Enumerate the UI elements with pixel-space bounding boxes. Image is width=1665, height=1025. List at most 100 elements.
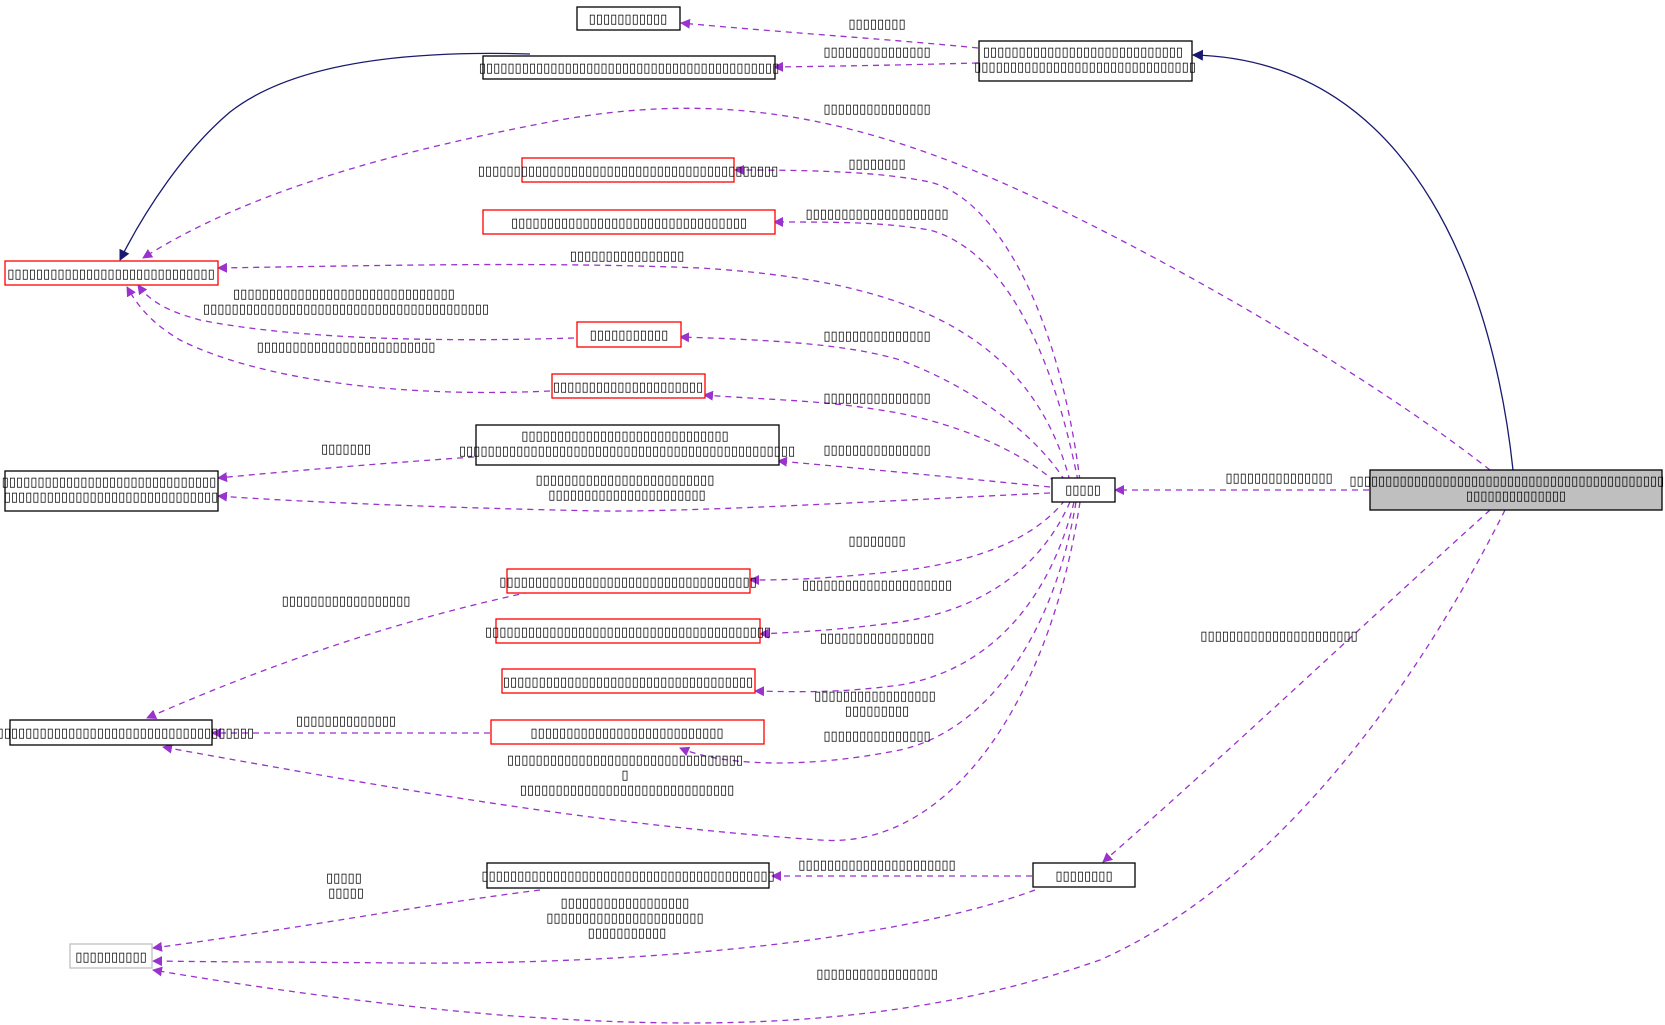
svg-text:▯▯▯▯▯▯▯▯: ▯▯▯▯▯▯▯▯ — [848, 534, 905, 549]
edge-n11-to-n13 — [162, 501, 1081, 842]
edges-layer — [119, 18, 1514, 1024]
node-label: ▯▯▯▯▯▯▯▯ — [1055, 869, 1112, 884]
graph-node[interactable]: ▯▯▯▯▯▯▯▯▯▯▯▯▯▯▯▯▯▯▯▯▯▯▯▯▯▯▯▯▯▯▯▯▯▯▯▯▯▯▯▯… — [478, 157, 778, 183]
svg-text:▯▯▯▯▯▯▯▯▯▯▯▯▯▯▯: ▯▯▯▯▯▯▯▯▯▯▯▯▯▯▯ — [823, 391, 930, 406]
svg-text:▯▯▯▯▯ ▯▯▯▯▯: ▯▯▯▯▯ ▯▯▯▯▯ — [326, 871, 366, 901]
node-label: ▯▯▯▯▯▯▯▯▯▯▯▯▯▯▯▯▯▯▯▯▯▯▯▯▯▯▯▯▯▯▯▯▯▯▯▯▯▯▯▯… — [1349, 474, 1665, 489]
edge-label: ▯▯▯▯▯▯▯▯▯▯▯▯▯▯ — [296, 714, 396, 729]
graph-node[interactable]: ▯▯▯▯▯▯▯▯▯▯▯▯▯▯▯▯▯▯▯▯▯▯▯▯▯▯▯▯▯▯ ▯▯▯▯▯▯▯▯▯… — [2, 470, 221, 512]
edge-label: ▯▯▯▯▯▯▯▯▯▯▯▯▯▯▯▯▯▯▯▯ — [805, 207, 948, 222]
svg-text:▯▯▯▯▯▯▯▯▯▯▯▯▯▯▯: ▯▯▯▯▯▯▯▯▯▯▯▯▯▯▯ — [823, 329, 930, 344]
node-label: ▯▯▯▯▯▯▯▯▯▯▯▯▯▯▯▯▯▯▯▯▯▯▯▯▯▯▯ — [530, 726, 723, 741]
node-label: ▯▯▯▯▯▯▯▯▯▯▯▯▯▯▯▯▯▯▯▯▯▯▯▯▯▯▯▯▯▯▯▯▯▯▯▯▯▯▯▯ — [485, 625, 771, 640]
edge-label: ▯▯▯▯▯▯▯▯▯▯▯▯▯▯▯▯▯▯▯▯▯▯ — [1200, 629, 1357, 644]
node-label: ▯▯▯▯▯ — [1065, 483, 1101, 498]
graph-node-root[interactable]: ▯▯▯▯▯▯▯▯▯▯▯▯▯▯▯▯▯▯▯▯▯▯▯▯▯▯▯▯▯▯▯▯▯▯▯▯▯▯▯▯… — [1349, 469, 1665, 511]
node-label: ▯▯▯▯▯▯▯▯▯▯▯ — [590, 328, 669, 343]
graph-node[interactable]: ▯▯▯▯▯ — [1051, 477, 1116, 503]
svg-text:▯▯▯▯▯▯▯▯: ▯▯▯▯▯▯▯▯ — [1055, 869, 1112, 884]
edge-root-to-n3 — [1191, 49, 1514, 471]
node-label: ▯▯▯▯▯▯▯▯▯▯▯▯▯▯▯▯▯▯▯▯▯▯▯▯▯▯▯▯▯▯▯▯▯ — [511, 216, 747, 231]
edge-labels-layer: ▯▯▯▯▯▯▯▯ ▯▯▯▯▯▯▯▯▯▯▯▯▯▯▯ ▯▯▯▯▯▯▯▯▯▯▯▯▯▯▯… — [203, 17, 1358, 982]
edge-n11-to-n9 — [777, 456, 1051, 488]
svg-text:▯▯▯▯▯▯▯: ▯▯▯▯▯▯▯ — [321, 442, 371, 457]
svg-text:▯▯▯▯▯▯▯▯▯▯▯▯▯▯▯: ▯▯▯▯▯▯▯▯▯▯▯▯▯▯▯ — [823, 102, 930, 117]
edge-label: ▯▯▯▯▯▯▯▯▯▯▯▯▯▯▯ — [823, 391, 930, 406]
svg-text:▯▯▯▯▯▯▯▯▯▯▯: ▯▯▯▯▯▯▯▯▯▯▯ — [589, 12, 668, 27]
graph-node[interactable]: ▯▯▯▯▯▯▯▯▯▯▯▯▯▯▯▯▯▯▯▯▯ — [551, 373, 706, 399]
edge-label: ▯▯▯▯▯▯▯▯▯▯▯ — [588, 926, 667, 941]
edge-n11-to-n14 — [759, 501, 1071, 639]
graph-node[interactable]: ▯▯▯▯▯▯▯▯▯▯▯▯▯▯▯▯▯▯▯▯▯▯▯▯▯▯▯▯▯▯▯▯▯▯▯ — [501, 668, 756, 694]
svg-text:▯▯▯▯▯▯▯▯▯▯▯▯▯▯▯▯▯▯▯▯▯: ▯▯▯▯▯▯▯▯▯▯▯▯▯▯▯▯▯▯▯▯▯ — [553, 380, 703, 395]
edge-n8-to-n4 — [126, 286, 551, 394]
svg-text:▯▯▯▯▯▯▯▯▯▯▯▯▯▯: ▯▯▯▯▯▯▯▯▯▯▯▯▯▯ — [296, 714, 396, 729]
edge-label: ▯▯▯▯▯▯▯▯▯▯▯▯▯▯▯▯▯▯▯▯▯▯ — [548, 488, 705, 503]
graph-node[interactable]: ▯▯▯▯▯▯▯▯▯▯▯ — [576, 6, 681, 31]
edge-label: ▯▯▯▯▯▯▯▯▯▯▯▯▯▯▯ — [823, 729, 930, 744]
edge-label: ▯▯▯▯▯▯▯▯▯▯▯▯▯▯▯▯▯▯▯▯▯▯▯▯▯▯▯▯▯▯ — [520, 783, 735, 798]
edge-n11-to-n10 — [217, 491, 1051, 512]
edge-label: ▯▯▯▯▯▯▯▯▯▯▯▯▯▯▯▯▯▯▯▯▯▯▯▯▯▯▯▯▯▯▯▯▯ — [507, 753, 743, 768]
graph-node[interactable]: ▯▯▯▯▯▯▯▯▯▯▯▯▯▯▯▯▯▯▯▯▯▯▯▯▯▯▯▯▯▯▯▯▯▯▯▯▯▯▯▯ — [485, 618, 771, 644]
graph-node[interactable]: ▯▯▯▯▯▯▯▯▯▯▯▯▯▯▯▯▯▯▯▯▯▯▯▯▯▯▯▯▯▯▯▯▯ — [482, 209, 776, 235]
graph-node[interactable]: ▯▯▯▯▯▯▯▯▯▯▯▯▯▯▯▯▯▯▯▯▯▯▯▯▯▯▯ — [490, 719, 765, 745]
node-label: ▯▯▯▯▯▯▯▯▯▯▯▯▯▯▯▯▯▯▯▯▯▯▯▯▯▯▯▯▯▯▯ — [974, 60, 1196, 75]
svg-text:▯▯▯▯▯▯▯▯▯▯▯▯▯▯▯▯▯▯▯▯▯▯: ▯▯▯▯▯▯▯▯▯▯▯▯▯▯▯▯▯▯▯▯▯▯ — [798, 858, 955, 873]
edge-label: ▯▯▯▯▯▯▯▯▯▯▯▯▯▯▯ — [1225, 471, 1332, 486]
node-label: ▯▯▯▯▯▯▯▯▯▯▯ — [589, 12, 668, 27]
svg-text:▯▯▯▯▯▯▯▯▯▯▯▯▯▯▯▯▯▯▯▯▯▯▯▯▯▯▯▯▯: ▯▯▯▯▯▯▯▯▯▯▯▯▯▯▯▯▯▯▯▯▯▯▯▯▯▯▯▯▯ — [7, 267, 214, 282]
graph-node[interactable]: ▯▯▯▯▯▯▯▯▯▯▯▯▯▯▯▯▯▯▯▯▯▯▯▯▯▯▯▯▯▯▯▯▯▯▯▯▯▯▯▯… — [479, 55, 779, 80]
graph-node[interactable]: ▯▯▯▯▯▯▯▯▯▯▯▯▯▯▯▯▯▯▯▯▯▯▯▯▯▯▯▯▯▯▯▯▯▯▯▯▯▯▯▯… — [481, 862, 775, 889]
graph-node[interactable]: ▯▯▯▯▯▯▯▯▯▯▯ — [576, 321, 682, 348]
svg-text:▯▯▯▯▯▯▯▯▯▯▯▯▯▯▯▯▯▯▯▯▯▯▯▯▯▯▯▯▯▯: ▯▯▯▯▯▯▯▯▯▯▯▯▯▯▯▯▯▯▯▯▯▯▯▯▯▯▯▯▯▯▯▯▯▯▯▯▯▯▯▯… — [478, 164, 778, 179]
svg-text:▯▯▯▯▯: ▯▯▯▯▯ — [1065, 483, 1101, 498]
edge-label: ▯▯▯▯▯▯▯▯▯▯▯▯▯▯▯▯▯▯▯▯▯▯▯▯▯▯▯▯▯▯▯ — [233, 287, 455, 302]
svg-text:▯▯▯▯▯▯▯▯▯▯▯▯▯▯▯▯▯▯▯▯▯▯▯▯▯: ▯▯▯▯▯▯▯▯▯▯▯▯▯▯▯▯▯▯▯▯▯▯▯▯▯ — [257, 340, 436, 355]
graph-node[interactable]: ▯▯▯▯▯▯▯▯▯▯▯▯▯▯▯▯▯▯▯▯▯▯▯▯▯▯▯▯▯ — [4, 260, 219, 286]
edge-label: ▯▯▯▯▯ — [328, 886, 364, 901]
svg-text:▯▯▯▯▯▯▯▯▯▯▯▯▯▯▯: ▯▯▯▯▯▯▯▯▯▯▯▯▯▯▯ — [823, 45, 930, 60]
svg-text:▯▯▯▯▯▯▯▯▯▯▯▯▯▯▯▯▯▯ ▯▯▯▯▯: ▯▯▯▯▯▯▯▯▯▯▯▯▯▯▯▯▯▯ ▯▯▯▯▯▯▯▯▯▯▯▯▯▯▯▯▯▯▯▯▯… — [546, 896, 708, 941]
svg-text:▯▯▯▯▯▯▯▯▯▯▯▯▯▯▯▯▯▯: ▯▯▯▯▯▯▯▯▯▯▯▯▯▯▯▯▯▯ — [282, 594, 411, 609]
graph-node[interactable]: ▯▯▯▯▯▯▯▯ — [1032, 862, 1136, 888]
svg-text:▯▯▯▯▯▯▯▯▯▯▯▯▯▯▯▯▯▯▯▯▯▯▯▯▯▯▯▯▯: ▯▯▯▯▯▯▯▯▯▯▯▯▯▯▯▯▯▯▯▯▯▯▯▯▯▯▯▯▯ ▯▯▯▯▯▯▯▯▯▯… — [459, 429, 795, 459]
graph-node[interactable]: ▯▯▯▯▯▯▯▯▯▯▯▯▯▯▯▯▯▯▯▯▯▯▯▯▯▯▯▯▯▯▯▯▯▯▯▯▯▯▯▯ — [0, 719, 254, 746]
edge-label: ▯▯▯▯▯▯▯▯▯▯▯▯▯▯▯▯ — [820, 631, 934, 646]
svg-text:▯▯▯▯▯▯▯▯▯▯▯▯▯▯▯▯: ▯▯▯▯▯▯▯▯▯▯▯▯▯▯▯▯ — [570, 249, 684, 264]
node-label: ▯▯▯▯▯▯▯▯▯▯▯▯▯▯▯▯▯▯▯▯▯ — [553, 380, 703, 395]
edge-n9-to-n10 — [217, 456, 475, 483]
svg-text:▯▯▯▯▯▯▯▯▯▯▯▯▯▯▯▯▯▯▯▯▯▯▯▯▯▯▯: ▯▯▯▯▯▯▯▯▯▯▯▯▯▯▯▯▯▯▯▯▯▯▯▯▯▯▯ — [530, 726, 723, 741]
node-label: ▯▯▯▯▯▯▯▯▯▯▯▯▯▯▯▯▯▯▯▯▯▯▯▯▯▯▯▯▯▯▯▯▯▯▯▯▯▯▯▯… — [459, 444, 795, 459]
node-label: ▯▯▯▯▯▯▯▯▯▯▯▯▯▯▯▯▯▯▯▯▯▯▯▯▯▯▯▯▯▯ — [4, 490, 219, 505]
edge-n18-to-n20 — [152, 889, 1036, 967]
graph-node-undocumented[interactable]: ▯▯▯▯▯▯▯▯▯▯ — [69, 943, 153, 969]
svg-text:▯▯▯▯▯▯▯▯▯▯▯▯▯▯▯: ▯▯▯▯▯▯▯▯▯▯▯▯▯▯▯ — [823, 443, 930, 458]
graph-node[interactable]: ▯▯▯▯▯▯▯▯▯▯▯▯▯▯▯▯▯▯▯▯▯▯▯▯▯▯▯▯▯▯▯▯▯▯▯▯ — [499, 568, 757, 594]
edge-label: ▯▯▯▯▯▯▯▯▯▯▯▯▯▯▯ — [823, 102, 930, 117]
edge-n11-to-n16 — [679, 501, 1077, 764]
svg-text:▯▯▯▯▯▯▯▯▯▯▯▯▯▯▯▯▯▯▯▯▯▯▯▯▯: ▯▯▯▯▯▯▯▯▯▯▯▯▯▯▯▯▯▯▯▯▯▯▯▯▯ ▯▯▯▯▯▯▯▯▯▯▯▯▯▯… — [536, 473, 719, 503]
edge-label: ▯▯▯▯▯▯▯▯▯▯▯▯▯▯▯ — [823, 329, 930, 344]
edge-label: ▯▯▯▯▯▯▯▯ — [848, 157, 905, 172]
svg-text:▯▯▯▯▯▯▯▯▯▯▯▯▯▯▯▯▯▯▯▯▯▯▯▯▯▯▯▯▯▯: ▯▯▯▯▯▯▯▯▯▯▯▯▯▯▯▯▯▯▯▯▯▯▯▯▯▯▯▯▯▯▯ ▯▯▯▯▯▯▯▯… — [203, 287, 489, 317]
svg-text:▯▯▯▯▯▯▯▯▯▯▯▯▯▯▯▯▯▯▯▯▯▯▯▯▯▯▯▯▯▯: ▯▯▯▯▯▯▯▯▯▯▯▯▯▯▯▯▯▯▯▯▯▯▯▯▯▯▯▯▯▯▯▯▯▯▯▯▯▯▯▯… — [1349, 474, 1665, 504]
graph-node[interactable]: ▯▯▯▯▯▯▯▯▯▯▯▯▯▯▯▯▯▯▯▯▯▯▯▯▯▯▯▯ ▯▯▯▯▯▯▯▯▯▯▯… — [974, 40, 1196, 82]
svg-text:▯▯▯▯▯▯▯▯▯▯▯▯▯▯▯▯▯▯▯▯▯▯▯▯▯▯▯▯▯▯: ▯▯▯▯▯▯▯▯▯▯▯▯▯▯▯▯▯▯▯▯▯▯▯▯▯▯▯▯▯▯ ▯▯▯▯▯▯▯▯▯… — [2, 475, 221, 505]
graph-node[interactable]: ▯▯▯▯▯▯▯▯▯▯▯▯▯▯▯▯▯▯▯▯▯▯▯▯▯▯▯▯▯ ▯▯▯▯▯▯▯▯▯▯… — [459, 424, 795, 466]
edge-root-to-n20 — [152, 509, 1506, 1024]
edge-label: ▯▯▯▯▯▯▯▯▯▯▯▯▯▯▯ — [823, 443, 930, 458]
node-label: ▯▯▯▯▯▯▯▯▯▯▯▯▯▯▯▯▯▯▯▯▯▯▯▯▯▯▯▯ — [983, 45, 1183, 60]
edge-label: ▯ — [621, 768, 628, 783]
edge-label: ▯▯▯▯▯▯▯▯▯▯▯▯▯▯▯▯▯▯ — [282, 594, 411, 609]
svg-text:▯▯▯▯▯▯▯▯▯▯▯▯▯▯▯▯▯▯▯▯▯▯▯▯▯▯▯▯▯▯: ▯▯▯▯▯▯▯▯▯▯▯▯▯▯▯▯▯▯▯▯▯▯▯▯▯▯▯▯▯▯▯▯▯▯▯▯▯▯▯▯ — [0, 726, 254, 741]
svg-text:▯▯▯▯▯▯▯▯▯▯: ▯▯▯▯▯▯▯▯▯▯ — [75, 950, 147, 965]
edge-label: ▯▯▯▯▯▯▯▯▯▯▯▯▯▯▯ — [823, 45, 930, 60]
edge-label: ▯▯▯▯▯▯▯▯▯▯▯▯▯▯▯▯▯▯▯▯▯ — [802, 578, 952, 593]
edge-n12-to-n13 — [146, 591, 531, 719]
edge-label: ▯▯▯▯▯ — [326, 871, 362, 886]
edge-root-to-n4-long — [142, 107, 1491, 471]
svg-text:▯▯▯▯▯▯▯▯▯▯▯▯▯▯▯▯▯▯▯▯▯▯▯▯▯▯▯▯: ▯▯▯▯▯▯▯▯▯▯▯▯▯▯▯▯▯▯▯▯▯▯▯▯▯▯▯▯ ▯▯▯▯▯▯▯▯▯▯▯… — [974, 45, 1196, 75]
svg-text:▯▯▯▯▯▯▯▯▯▯▯▯▯▯▯▯▯▯▯▯▯: ▯▯▯▯▯▯▯▯▯▯▯▯▯▯▯▯▯▯▯▯▯ — [802, 578, 952, 593]
